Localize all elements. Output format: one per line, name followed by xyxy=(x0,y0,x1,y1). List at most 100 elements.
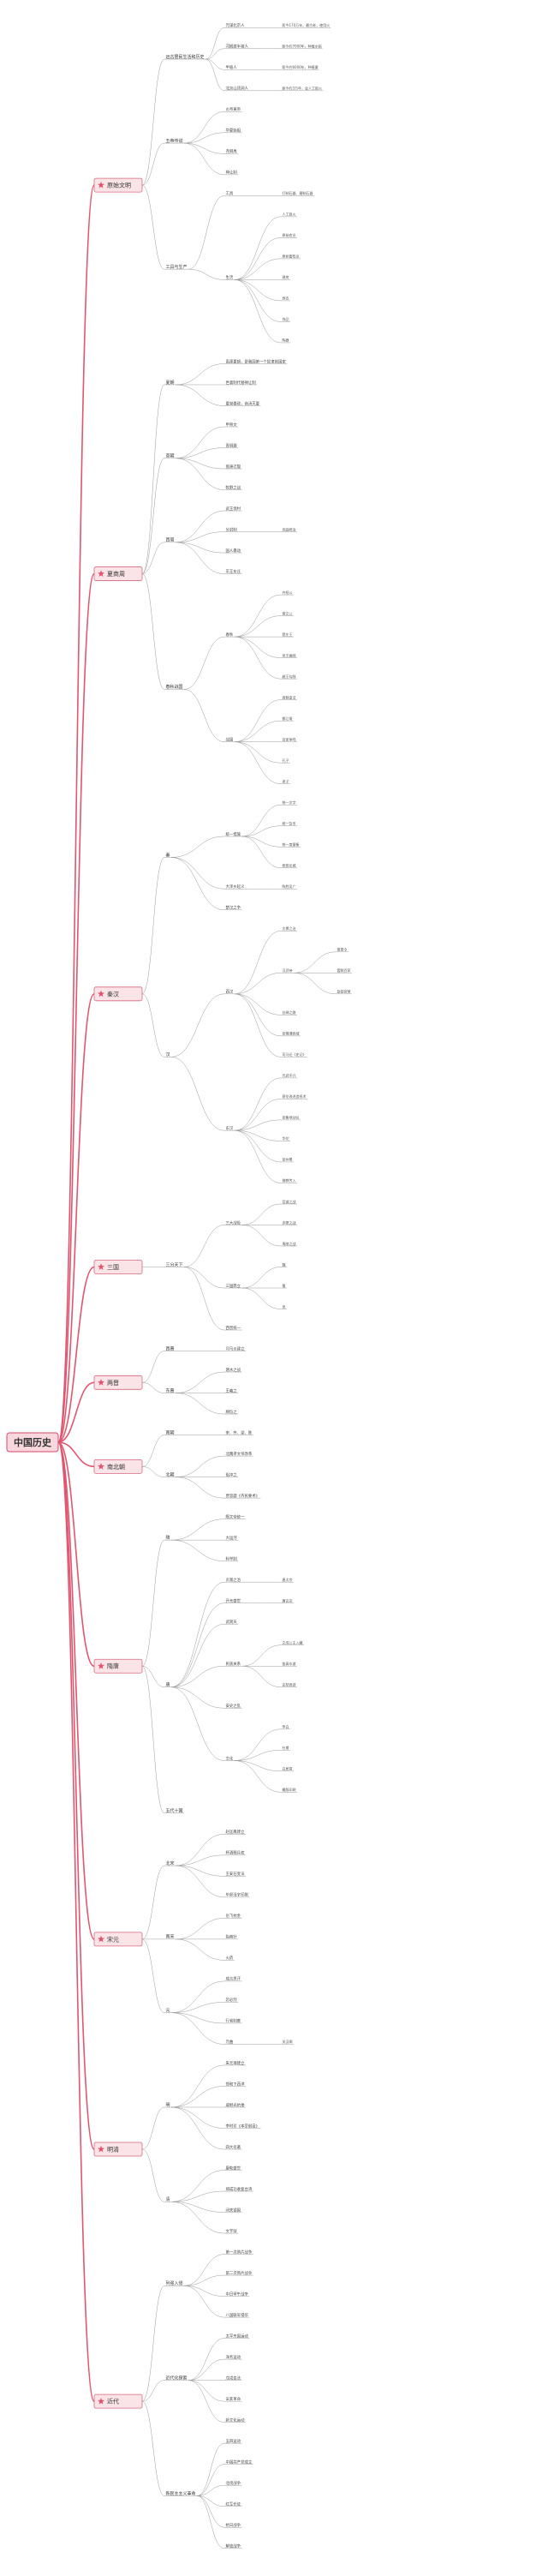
subtopic-node: 华夏始祖 xyxy=(226,128,241,134)
detail-node: 统一文字 xyxy=(283,800,296,805)
subtopic-node: 杯酒释兵权 xyxy=(226,1850,246,1856)
connector-line xyxy=(141,857,165,995)
detail-node: 吴王阖闾 xyxy=(283,652,296,657)
branch-node: 两晋 xyxy=(93,1375,143,1390)
detail-node: 佛教传入 xyxy=(283,1177,296,1183)
subtopic-node: 国人暴动 xyxy=(226,548,241,554)
detail-node: 张仲景 xyxy=(283,1157,293,1162)
connector-line xyxy=(175,1455,225,1477)
subtopic-node: 盘庚迁殷 xyxy=(226,464,241,470)
connector-line xyxy=(241,1267,282,1289)
branch-node: 夏商周 xyxy=(93,566,143,581)
connector-line xyxy=(170,1519,225,1541)
connector-line xyxy=(183,132,225,144)
subtopic-node: 毕昇活字印刷 xyxy=(226,1892,249,1898)
detail-node: 关汉卿 xyxy=(283,2039,293,2044)
connector-line xyxy=(141,1665,165,1814)
connector-line xyxy=(141,1539,165,1667)
branch-title: 夏商周 xyxy=(107,570,125,578)
subtopic-node: 顾恺之 xyxy=(226,1409,238,1415)
connector-line xyxy=(188,195,225,270)
subtopic-node: 抗日战争 xyxy=(226,2522,241,2528)
topic-node: 五帝传说 xyxy=(166,138,183,144)
subtopic-node: 西晋统一 xyxy=(226,1325,241,1331)
topic-node: 东晋 xyxy=(166,1387,175,1393)
connector-line xyxy=(175,1854,225,1866)
subtopic-node: 八国联军侵华 xyxy=(226,2312,249,2318)
connector-line xyxy=(141,1435,165,1467)
connector-line xyxy=(141,384,165,574)
connector-line xyxy=(170,2202,225,2213)
connector-line xyxy=(175,447,225,459)
subtopic-node: 第一次鸦片战争 xyxy=(226,2249,253,2255)
branch-box xyxy=(93,1375,143,1390)
subtopic-node: 戚继光抗倭 xyxy=(226,2102,246,2108)
detail-node: 司马迁《史记》 xyxy=(283,1051,307,1057)
connector-line xyxy=(183,2285,225,2297)
connector-line xyxy=(205,58,225,92)
subtopic-node: 河姆渡半坡人 xyxy=(226,44,249,50)
connector-line xyxy=(170,2012,225,2045)
detail-node: 白居易 xyxy=(283,1766,293,1771)
detail-node: 穿衣 xyxy=(283,296,289,301)
subtopic-node: 三大战役 xyxy=(226,1219,241,1225)
branch-title: 明清 xyxy=(107,2146,119,2154)
branch-node: 南北朝 xyxy=(93,1459,143,1474)
subtopic-node: 开元盛世 xyxy=(226,1597,241,1603)
detail-node: 官渡之战 xyxy=(283,1199,296,1204)
connector-line xyxy=(234,1129,282,1183)
branch-line xyxy=(57,1266,95,1443)
topic-node: 新民主主义革命 xyxy=(166,2490,196,2496)
subtopic-node: 元谋北京人 xyxy=(226,22,246,28)
branch-title: 原始文明 xyxy=(107,182,131,189)
subtopic-node: 隋文帝统一 xyxy=(226,1513,246,1519)
connector-line xyxy=(141,184,165,270)
branch-box xyxy=(93,566,143,581)
detail-node: 赤壁之战 xyxy=(283,1219,296,1225)
connector-line xyxy=(141,142,165,186)
subtopic-node: 中国共产党成立 xyxy=(226,2459,253,2465)
branch-line xyxy=(57,1441,95,2150)
branch-box xyxy=(93,2393,143,2409)
topic-node: 北宋 xyxy=(166,1860,175,1866)
subtopic-node: 郑成功收复台湾 xyxy=(226,2186,253,2192)
branch-title: 两晋 xyxy=(107,1380,119,1387)
topic-node: 秦 xyxy=(166,852,170,858)
topic-node: 南宋 xyxy=(166,1934,175,1940)
subtopic-node: 世袭制代替禅让制 xyxy=(226,380,257,386)
detail-node: 巩固统治 xyxy=(283,526,296,531)
subtopic-node: 尧舜禹 xyxy=(226,148,237,154)
detail-node: 距今约3万年，会人工取火 xyxy=(283,86,323,91)
detail-node: 原始畜牧业 xyxy=(283,254,300,259)
connector-line xyxy=(170,2086,225,2108)
connector-line xyxy=(170,2106,225,2129)
subtopic-node: 祖冲之 xyxy=(226,1471,238,1477)
subtopic-node: 岳飞抗金 xyxy=(226,1913,241,1919)
topic-node: 元 xyxy=(166,2008,170,2013)
branch-line xyxy=(57,993,95,1443)
detail-node: 越王勾践 xyxy=(283,674,296,679)
branch-box xyxy=(93,2142,143,2157)
connector-line xyxy=(170,2190,225,2202)
connector-line xyxy=(241,804,282,837)
connector-line xyxy=(175,1393,225,1415)
subtopic-node: 北伐战争 xyxy=(226,2480,241,2486)
topic-node: 夏朝 xyxy=(166,380,175,386)
connector-line xyxy=(141,2400,165,2496)
detail-node: 夷陵之战 xyxy=(283,1241,296,1246)
connector-line xyxy=(170,993,225,1057)
connector-line xyxy=(170,1603,225,1687)
connector-line xyxy=(175,1918,225,1940)
connector-line xyxy=(141,573,165,690)
connector-line xyxy=(183,2254,225,2286)
connector-line xyxy=(234,741,282,784)
connector-line xyxy=(183,142,225,154)
subtopic-node: 新文化运动 xyxy=(226,2417,246,2423)
topic-node: 列强入侵 xyxy=(166,2280,183,2286)
subtopic-node: 司马炎建立 xyxy=(226,1345,246,1351)
detail-node: 文成公主入藏 xyxy=(283,1640,303,1645)
branch-node: 近代 xyxy=(93,2393,143,2409)
subtopic-node: 解放战争 xyxy=(226,2543,241,2549)
connector-line xyxy=(141,1466,165,1477)
connector-line xyxy=(170,1539,225,1561)
